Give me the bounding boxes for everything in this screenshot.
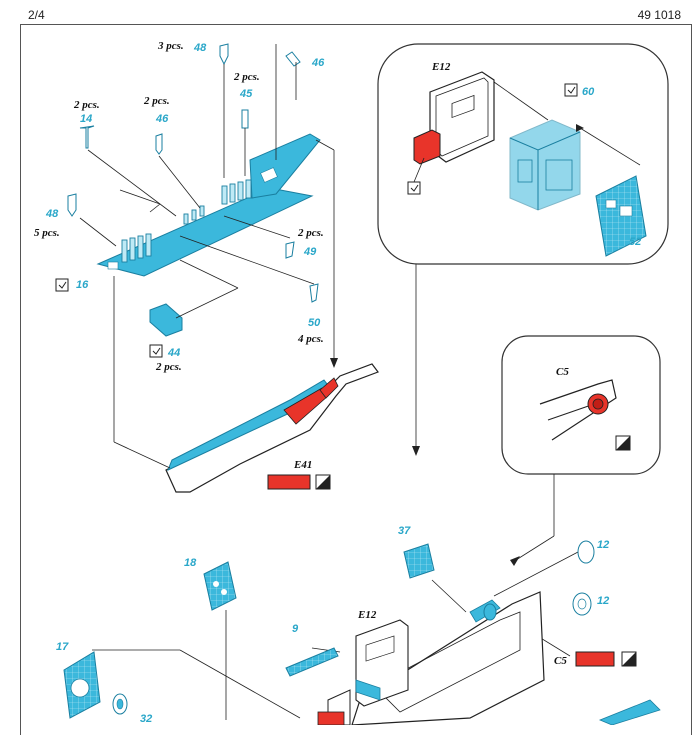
part-number: 18 bbox=[184, 557, 197, 569]
part-quantity: 2 pcs. bbox=[73, 99, 100, 111]
part-number: 48 bbox=[193, 42, 207, 54]
c5-label: C5 bbox=[554, 655, 567, 667]
fold-check-icon bbox=[149, 344, 163, 358]
part-18-etch bbox=[203, 561, 237, 611]
paint-swatch-icon bbox=[267, 474, 331, 490]
leader-lines bbox=[79, 44, 579, 720]
set-number: 49 1018 bbox=[637, 8, 681, 22]
part-number: 16 bbox=[76, 279, 89, 291]
part-number: 48 bbox=[45, 208, 59, 220]
page-frame bbox=[20, 24, 692, 735]
e12-detail-bubble: E12 60 52 bbox=[377, 43, 669, 265]
part-17-etch bbox=[63, 651, 101, 719]
part-number: 46 bbox=[155, 113, 169, 125]
part-32-disc bbox=[112, 693, 128, 715]
part-number: 12 bbox=[597, 595, 609, 607]
part-number: 52 bbox=[629, 236, 641, 248]
part-number: 14 bbox=[80, 113, 92, 125]
paint-swatch-icon bbox=[575, 651, 637, 667]
e12-label: E12 bbox=[431, 61, 451, 73]
part-quantity: 5 pcs. bbox=[34, 227, 60, 239]
paint-swatch-icon bbox=[615, 435, 631, 451]
e41-part bbox=[165, 363, 379, 493]
page-number: 2/4 bbox=[28, 8, 45, 22]
fold-check-icon bbox=[55, 278, 69, 292]
part-number: 9 bbox=[292, 623, 299, 635]
part-number: 12 bbox=[597, 539, 609, 551]
part-number: 32 bbox=[140, 713, 152, 725]
small-etch-parts bbox=[67, 43, 319, 303]
part-9-etch bbox=[285, 647, 339, 677]
part-16-panel bbox=[96, 133, 321, 277]
part-37-etch bbox=[403, 543, 435, 579]
fold-check-icon bbox=[407, 181, 421, 195]
part-number: 50 bbox=[308, 317, 321, 329]
part-quantity: 2 pcs. bbox=[297, 227, 324, 239]
part-quantity: 3 pcs. bbox=[157, 40, 184, 52]
e41-label: E41 bbox=[293, 459, 312, 471]
part-quantity: 4 pcs. bbox=[297, 333, 324, 345]
part-number: 60 bbox=[582, 86, 595, 98]
part-quantity: 2 pcs. bbox=[233, 71, 260, 83]
part-quantity: 2 pcs. bbox=[143, 95, 170, 107]
part-44-bracket bbox=[149, 303, 183, 337]
part-number: 44 bbox=[167, 347, 180, 359]
part-52-etch bbox=[595, 175, 647, 257]
part-quantity: 2 pcs. bbox=[155, 361, 182, 373]
part-60-etch bbox=[509, 119, 581, 211]
e12-part bbox=[413, 71, 495, 165]
e12-part bbox=[355, 619, 409, 707]
part-number: 46 bbox=[311, 57, 325, 69]
part-number: 49 bbox=[303, 246, 317, 258]
c5-label: C5 bbox=[556, 366, 569, 378]
part-12-disc bbox=[483, 540, 595, 621]
e12-label: E12 bbox=[357, 609, 377, 621]
part-number: 37 bbox=[398, 525, 411, 537]
arrow-heads bbox=[330, 124, 584, 566]
part-number: 45 bbox=[239, 88, 253, 100]
fold-check-icon bbox=[564, 83, 578, 97]
c5-detail-bubble: C5 bbox=[501, 335, 661, 475]
mounts bbox=[121, 179, 252, 263]
part-number: 17 bbox=[56, 641, 69, 653]
